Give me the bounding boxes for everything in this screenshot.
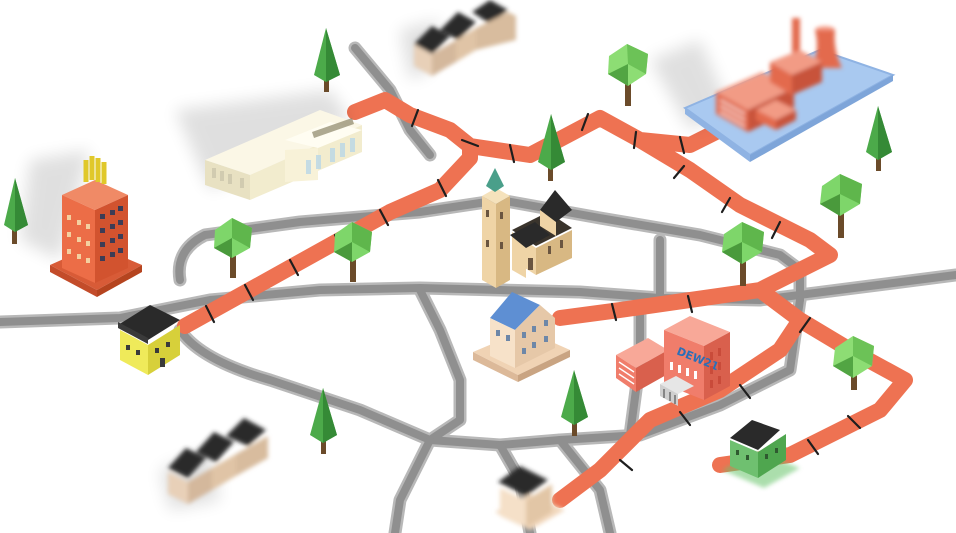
tree-conifer [561, 370, 588, 436]
office-building: DEW21 [616, 316, 730, 406]
house-beige-bottom [495, 466, 565, 530]
tree-conifer [314, 28, 340, 92]
tree-conifer [538, 114, 565, 181]
house-blue-roof [473, 292, 570, 382]
tree-round [820, 174, 862, 238]
tower-block [50, 156, 142, 297]
warehouse-building [205, 110, 362, 200]
tree-round [334, 222, 372, 282]
tree-round [833, 336, 874, 390]
houses-bottom-left-blurred [168, 418, 268, 504]
tree-round [608, 44, 648, 106]
houses-top-blurred [414, 0, 516, 76]
tree-round [214, 218, 252, 278]
tree-conifer [866, 106, 892, 171]
house-yellow [118, 305, 180, 375]
tree-round [722, 222, 764, 286]
heat-pipeline [177, 92, 913, 508]
house-green [722, 420, 800, 488]
road-network [0, 41, 956, 533]
church [482, 168, 572, 288]
power-plant [682, 18, 896, 162]
tree-conifer [4, 178, 28, 244]
tree-conifer [310, 388, 337, 454]
trees [4, 28, 892, 454]
